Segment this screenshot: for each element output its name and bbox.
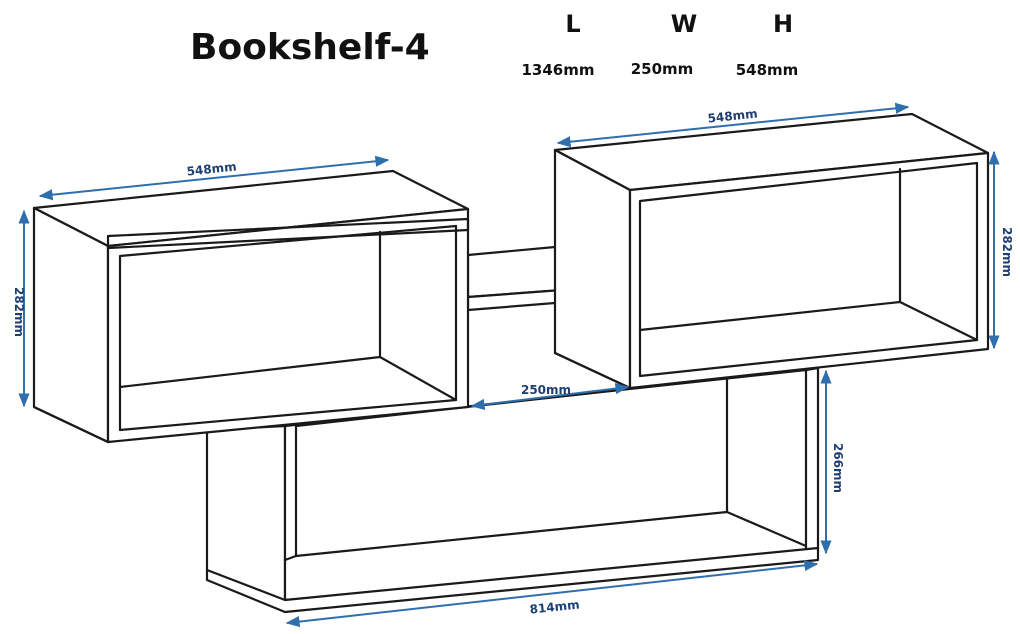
spec-h: H 548mm — [736, 10, 799, 79]
dim-gap-depth-label: 250mm — [521, 383, 571, 397]
spec-l-value: 1346mm — [521, 61, 594, 79]
dim-bottom-height-label: 266mm — [831, 443, 845, 493]
dim-left-width: 548mm — [38, 155, 390, 201]
spec-h-label: H — [773, 10, 793, 38]
dim-left-height-label: 282mm — [12, 287, 26, 337]
left-cube — [32, 169, 470, 444]
spec-w-label: W — [671, 10, 697, 38]
dim-bottom-width-label: 814mm — [529, 597, 580, 616]
dim-right-height: 282mm — [988, 150, 1014, 350]
dim-left-width-label: 548mm — [186, 159, 237, 178]
spec-l: L 1346mm — [521, 10, 594, 79]
right-cube — [553, 112, 990, 390]
dim-bottom-height: 266mm — [820, 369, 845, 555]
dim-right-width-label: 548mm — [707, 106, 758, 125]
diagram-title: Bookshelf-4 — [190, 27, 430, 68]
spec-w-value: 250mm — [631, 60, 694, 78]
dim-right-height-label: 282mm — [1000, 227, 1014, 277]
spec-h-value: 548mm — [736, 61, 799, 79]
dim-bottom-width: 814mm — [285, 559, 819, 628]
dim-right-width: 548mm — [556, 102, 910, 148]
dim-gap-depth: 250mm — [470, 382, 630, 411]
spec-l-label: L — [565, 10, 580, 38]
spec-w: W 250mm — [631, 10, 698, 78]
dim-left-height: 282mm — [12, 209, 30, 408]
